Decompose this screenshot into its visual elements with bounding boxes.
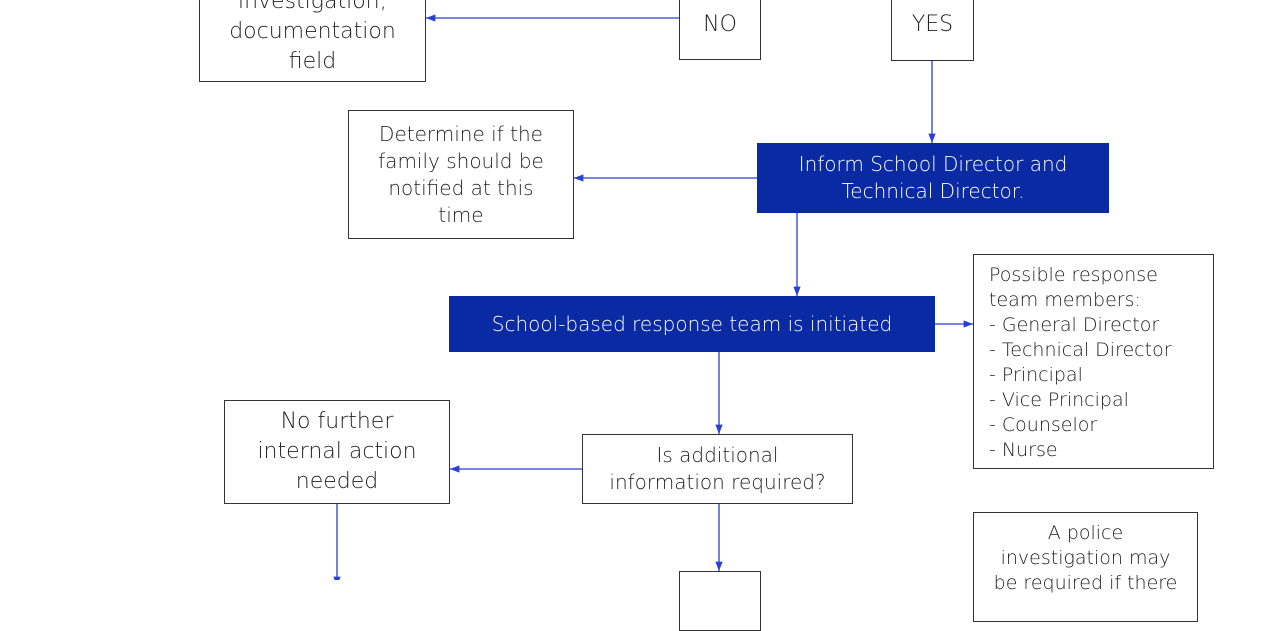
investigation-line-1: investigation; bbox=[237, 0, 388, 14]
additional-info-line-2: information required? bbox=[609, 470, 826, 494]
yes-label: YES bbox=[911, 12, 954, 37]
members-title-line-2: team members: bbox=[989, 289, 1141, 311]
member-nurse: - Nurse bbox=[989, 439, 1058, 461]
response-team-label: School-based response team is initiated bbox=[491, 311, 893, 336]
members-title-line-1: Possible response bbox=[989, 264, 1158, 286]
investigation-node: investigation; documentation field bbox=[199, 0, 426, 82]
family-line-3: notified at this bbox=[388, 175, 534, 200]
investigation-line-2: documentation bbox=[229, 19, 396, 44]
inform-directors-node: Inform School Director and Technical Dir… bbox=[757, 143, 1109, 213]
inform-line-1: Inform School Director and bbox=[798, 152, 1068, 176]
additional-info-line-1: Is additional bbox=[656, 443, 779, 467]
connector-layer bbox=[333, 14, 973, 580]
inform-line-2: Technical Director. bbox=[841, 179, 1025, 203]
no-further-line-2: internal action bbox=[257, 439, 417, 464]
police-line-1: A police bbox=[1047, 522, 1124, 544]
no-node: NO bbox=[679, 0, 761, 60]
member-counselor: - Counselor bbox=[989, 414, 1098, 436]
family-line-1: Determine if the bbox=[379, 121, 543, 146]
bottom-partial-node bbox=[679, 571, 761, 631]
family-line-4: time bbox=[438, 202, 484, 227]
police-line-3: be required if there bbox=[993, 572, 1178, 594]
team-members-node: Possible response team members: - Genera… bbox=[973, 254, 1214, 469]
police-investigation-node: A police investigation may be required i… bbox=[973, 512, 1198, 622]
response-team-node: School-based response team is initiated bbox=[449, 296, 935, 352]
member-technical-director: - Technical Director bbox=[989, 339, 1172, 361]
no-further-action-node: No further internal action needed bbox=[224, 400, 450, 504]
investigation-line-3: field bbox=[288, 49, 337, 74]
yes-node: YES bbox=[891, 0, 974, 61]
additional-info-decision-node: Is additional information required? bbox=[582, 434, 853, 504]
member-principal: - Principal bbox=[989, 364, 1083, 386]
no-further-line-3: needed bbox=[295, 469, 379, 494]
member-general-director: - General Director bbox=[989, 314, 1160, 336]
family-line-2: family should be bbox=[378, 148, 544, 173]
member-vice-principal: - Vice Principal bbox=[989, 389, 1129, 411]
no-label: NO bbox=[703, 11, 737, 37]
police-line-2: investigation may bbox=[1000, 547, 1171, 569]
no-further-line-1: No further bbox=[280, 409, 394, 434]
family-notification-node: Determine if the family should be notifi… bbox=[348, 110, 574, 239]
